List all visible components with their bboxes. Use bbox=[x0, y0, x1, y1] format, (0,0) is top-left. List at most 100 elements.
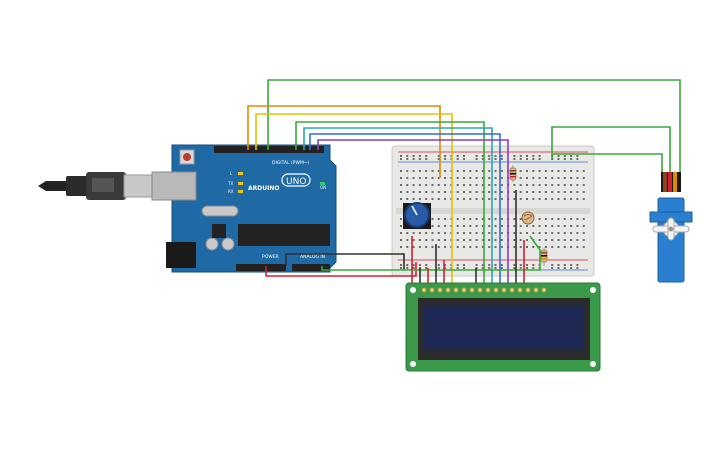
breadboard-hole bbox=[519, 267, 522, 269]
lcd-pin bbox=[493, 287, 499, 293]
breadboard-hole bbox=[400, 264, 402, 266]
breadboard-hole bbox=[412, 191, 415, 193]
breadboard-hole bbox=[557, 191, 560, 193]
breadboard-hole bbox=[481, 158, 484, 160]
breadboard-hole bbox=[425, 264, 428, 266]
breadboard-hole bbox=[538, 184, 541, 186]
breadboard-hole bbox=[488, 246, 491, 248]
breadboard-hole bbox=[526, 191, 528, 193]
breadboard-hole bbox=[551, 232, 554, 234]
breadboard-hole bbox=[400, 218, 402, 220]
breadboard-hole bbox=[437, 264, 440, 266]
lcd-pin bbox=[517, 287, 523, 293]
breadboard-hole bbox=[425, 239, 428, 241]
breadboard-hole bbox=[406, 246, 409, 248]
breadboard-hole bbox=[418, 177, 421, 179]
breadboard-hole bbox=[563, 264, 566, 266]
breadboard-hole bbox=[456, 232, 459, 234]
breadboard-hole bbox=[456, 225, 459, 227]
breadboard-hole bbox=[437, 191, 440, 193]
breadboard-hole bbox=[551, 218, 554, 220]
breadboard-hole bbox=[513, 239, 516, 241]
wires bbox=[247, 79, 681, 290]
breadboard-hole bbox=[431, 177, 434, 179]
breadboard-hole bbox=[526, 155, 528, 157]
breadboard-hole bbox=[481, 198, 484, 200]
breadboard-hole bbox=[444, 170, 447, 172]
breadboard-hole bbox=[488, 239, 491, 241]
breadboard-hole bbox=[481, 239, 484, 241]
breadboard-hole bbox=[570, 170, 573, 172]
breadboard-hole bbox=[437, 267, 440, 269]
breadboard-hole bbox=[576, 267, 579, 269]
breadboard-hole bbox=[563, 225, 566, 227]
breadboard-hole bbox=[469, 191, 472, 193]
breadboard-hole bbox=[444, 225, 447, 227]
breadboard-hole bbox=[519, 191, 522, 193]
breadboard-hole bbox=[544, 218, 547, 220]
breadboard-hole bbox=[551, 158, 554, 160]
brand-label: ARDUINO bbox=[248, 185, 279, 192]
wire-green-2 bbox=[295, 121, 485, 290]
breadboard-hole bbox=[488, 177, 491, 179]
breadboard-hole bbox=[437, 246, 440, 248]
breadboard-hole bbox=[444, 267, 447, 269]
breadboard-hole bbox=[576, 218, 579, 220]
breadboard-hole bbox=[444, 239, 447, 241]
breadboard-hole bbox=[519, 246, 522, 248]
breadboard-hole bbox=[412, 239, 415, 241]
breadboard-hole bbox=[456, 218, 459, 220]
breadboard-hole bbox=[526, 177, 528, 179]
breadboard-hole bbox=[431, 232, 434, 234]
breadboard-hole bbox=[513, 184, 516, 186]
breadboard-hole bbox=[582, 177, 585, 179]
breadboard-hole bbox=[500, 184, 503, 186]
breadboard-hole bbox=[463, 246, 465, 248]
breadboard-hole bbox=[475, 198, 478, 200]
breadboard-hole bbox=[469, 218, 472, 220]
breadboard-hole bbox=[500, 264, 503, 266]
breadboard-hole bbox=[456, 191, 459, 193]
digital-label: DIGITAL (PWM~) bbox=[272, 160, 310, 166]
breadboard-hole bbox=[469, 225, 472, 227]
breadboard-hole bbox=[544, 239, 547, 241]
breadboard-hole bbox=[526, 225, 528, 227]
breadboard-hole bbox=[563, 198, 566, 200]
potentiometer[interactable] bbox=[403, 202, 431, 229]
breadboard-hole bbox=[551, 198, 554, 200]
breadboard-hole bbox=[513, 225, 516, 227]
breadboard-hole bbox=[532, 267, 535, 269]
breadboard-hole bbox=[538, 198, 541, 200]
lcd-pin bbox=[533, 287, 539, 293]
breadboard-hole bbox=[551, 177, 554, 179]
breadboard-hole bbox=[494, 191, 497, 193]
lcd-pin bbox=[445, 287, 451, 293]
breadboard-hole bbox=[463, 232, 465, 234]
breadboard-hole bbox=[456, 184, 459, 186]
breadboard-hole bbox=[576, 158, 579, 160]
breadboard-hole bbox=[500, 170, 503, 172]
breadboard-hole bbox=[425, 198, 428, 200]
breadboard-hole bbox=[481, 177, 484, 179]
breadboard-hole bbox=[406, 170, 409, 172]
breadboard-hole bbox=[576, 184, 579, 186]
breadboard-hole bbox=[544, 232, 547, 234]
breadboard-hole bbox=[444, 246, 447, 248]
breadboard-hole bbox=[538, 239, 541, 241]
lcd-pin bbox=[461, 287, 467, 293]
breadboard-hole bbox=[538, 191, 541, 193]
breadboard-hole bbox=[463, 218, 465, 220]
breadboard-hole bbox=[544, 246, 547, 248]
arduino-uno: DIGITAL (PWM~) L TX RX ARDUINO UNO ON PO… bbox=[151, 144, 337, 273]
breadboard-hole bbox=[463, 225, 465, 227]
breadboard-hole bbox=[544, 225, 547, 227]
breadboard-hole bbox=[532, 264, 535, 266]
breadboard-hole bbox=[469, 232, 472, 234]
breadboard-hole bbox=[538, 170, 541, 172]
breadboard-hole bbox=[444, 191, 447, 193]
breadboard-hole bbox=[532, 177, 535, 179]
breadboard-hole bbox=[475, 158, 478, 160]
breadboard-hole bbox=[513, 155, 516, 157]
breadboard-hole bbox=[488, 218, 491, 220]
breadboard-hole bbox=[469, 177, 472, 179]
